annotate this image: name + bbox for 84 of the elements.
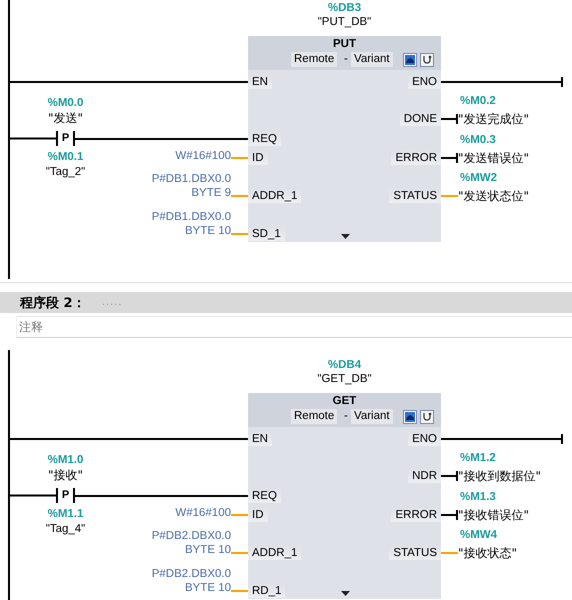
pin-label: STATUS bbox=[389, 546, 441, 560]
tag-name: "Tag_2" bbox=[44, 164, 86, 180]
function-block bbox=[248, 36, 441, 242]
address-label: %M0.3 bbox=[460, 133, 496, 148]
pin-label: ERROR bbox=[391, 151, 441, 165]
address-label: %MW4 bbox=[460, 528, 498, 543]
pin-label: EN bbox=[248, 75, 272, 89]
pin-label: ADDR_1 bbox=[248, 546, 302, 560]
address-label: %M0.0 bbox=[46, 96, 84, 110]
connection-line bbox=[231, 552, 248, 554]
connection-line bbox=[441, 552, 458, 554]
pin-label: STATUS bbox=[389, 189, 441, 203]
connection-line bbox=[10, 494, 56, 496]
pin-label: REQ bbox=[248, 132, 281, 146]
connection-line bbox=[231, 233, 248, 235]
parameter-tag: Variant bbox=[351, 409, 393, 424]
pin-label: EN bbox=[248, 432, 272, 446]
separator-text: - bbox=[343, 52, 349, 67]
parameter-value: P#DB1.DBX0.0 BYTE 9 bbox=[130, 173, 231, 200]
address-label: %M0.1 bbox=[46, 150, 84, 164]
tag-name: "发送错误位" bbox=[458, 151, 570, 166]
tag-name: "发送" bbox=[46, 110, 84, 126]
connection-line bbox=[10, 81, 248, 83]
pin-label: SD_1 bbox=[248, 227, 285, 241]
parameter-value: W#16#100 bbox=[130, 150, 231, 164]
pin-label: DONE bbox=[400, 112, 441, 126]
address-label: %M1.1 bbox=[46, 506, 84, 522]
instance-name: "GET_DB" bbox=[316, 372, 373, 386]
tag-name: "接收" bbox=[46, 466, 84, 482]
connection-line bbox=[441, 471, 458, 481]
tag-name: "接收状态" bbox=[458, 546, 570, 561]
parameter-tag: Remote bbox=[291, 52, 338, 67]
address-label: %M1.0 bbox=[46, 452, 84, 468]
tag-name: "Tag_4" bbox=[44, 522, 86, 536]
tag-name: "接收到数据位" bbox=[458, 469, 570, 484]
pin-label: RD_1 bbox=[248, 584, 286, 598]
comment-field: 注释 bbox=[16, 316, 572, 338]
parameter-value: P#DB2.DBX0.0 BYTE 10 bbox=[130, 568, 231, 595]
pin-label: ENO bbox=[408, 432, 441, 446]
connection-line bbox=[441, 153, 458, 163]
parameter-tag: Remote bbox=[291, 409, 338, 424]
connection-line bbox=[441, 510, 458, 520]
connection-line bbox=[231, 157, 248, 159]
connection-line bbox=[441, 77, 563, 87]
positive-edge-contact: P bbox=[56, 488, 75, 503]
connection-line bbox=[231, 195, 248, 197]
pin-label: NDR bbox=[408, 469, 441, 483]
parameter-value: W#16#100 bbox=[130, 507, 231, 521]
connection-line bbox=[441, 434, 563, 444]
pin-label: ERROR bbox=[391, 508, 441, 522]
pin-label: ID bbox=[248, 151, 268, 165]
connection-line bbox=[441, 195, 458, 197]
connection-line bbox=[231, 590, 248, 592]
positive-edge-contact: P bbox=[56, 131, 75, 146]
parameter-value: P#DB1.DBX0.0 BYTE 10 bbox=[130, 211, 231, 238]
address-label: %MW2 bbox=[460, 171, 498, 186]
network-header bbox=[0, 292, 572, 313]
network-title: 程序段 2： bbox=[20, 294, 86, 312]
tag-name: "发送状态位" bbox=[458, 189, 570, 204]
connection-line bbox=[75, 138, 248, 140]
connection-line bbox=[441, 114, 458, 124]
address-label: %M1.3 bbox=[460, 490, 496, 505]
pin-label: ID bbox=[248, 508, 268, 522]
block-address: %DB3 bbox=[326, 1, 362, 15]
block-address: %DB4 bbox=[326, 358, 362, 372]
function-block bbox=[248, 393, 441, 599]
instance-name: "PUT_DB" bbox=[316, 15, 372, 29]
connection-line bbox=[10, 438, 248, 440]
pin-label: ADDR_1 bbox=[248, 189, 302, 203]
pin-label: ENO bbox=[408, 75, 441, 89]
block-title: GET bbox=[332, 395, 358, 407]
tag-name: "发送完成位" bbox=[458, 112, 570, 127]
block-title: PUT bbox=[332, 38, 357, 50]
connection-line bbox=[10, 138, 56, 140]
address-label: %M0.2 bbox=[460, 94, 496, 109]
connection-line bbox=[75, 495, 248, 497]
tag-name: "接收错误位" bbox=[458, 508, 570, 523]
parameter-tag: Variant bbox=[351, 52, 393, 67]
address-label: %M1.2 bbox=[460, 451, 496, 466]
connection-line bbox=[231, 514, 248, 516]
separator-text: - bbox=[343, 409, 349, 424]
title-field: ..... bbox=[100, 294, 124, 310]
parameter-value: P#DB2.DBX0.0 BYTE 10 bbox=[130, 530, 231, 557]
pin-label: REQ bbox=[248, 489, 281, 503]
